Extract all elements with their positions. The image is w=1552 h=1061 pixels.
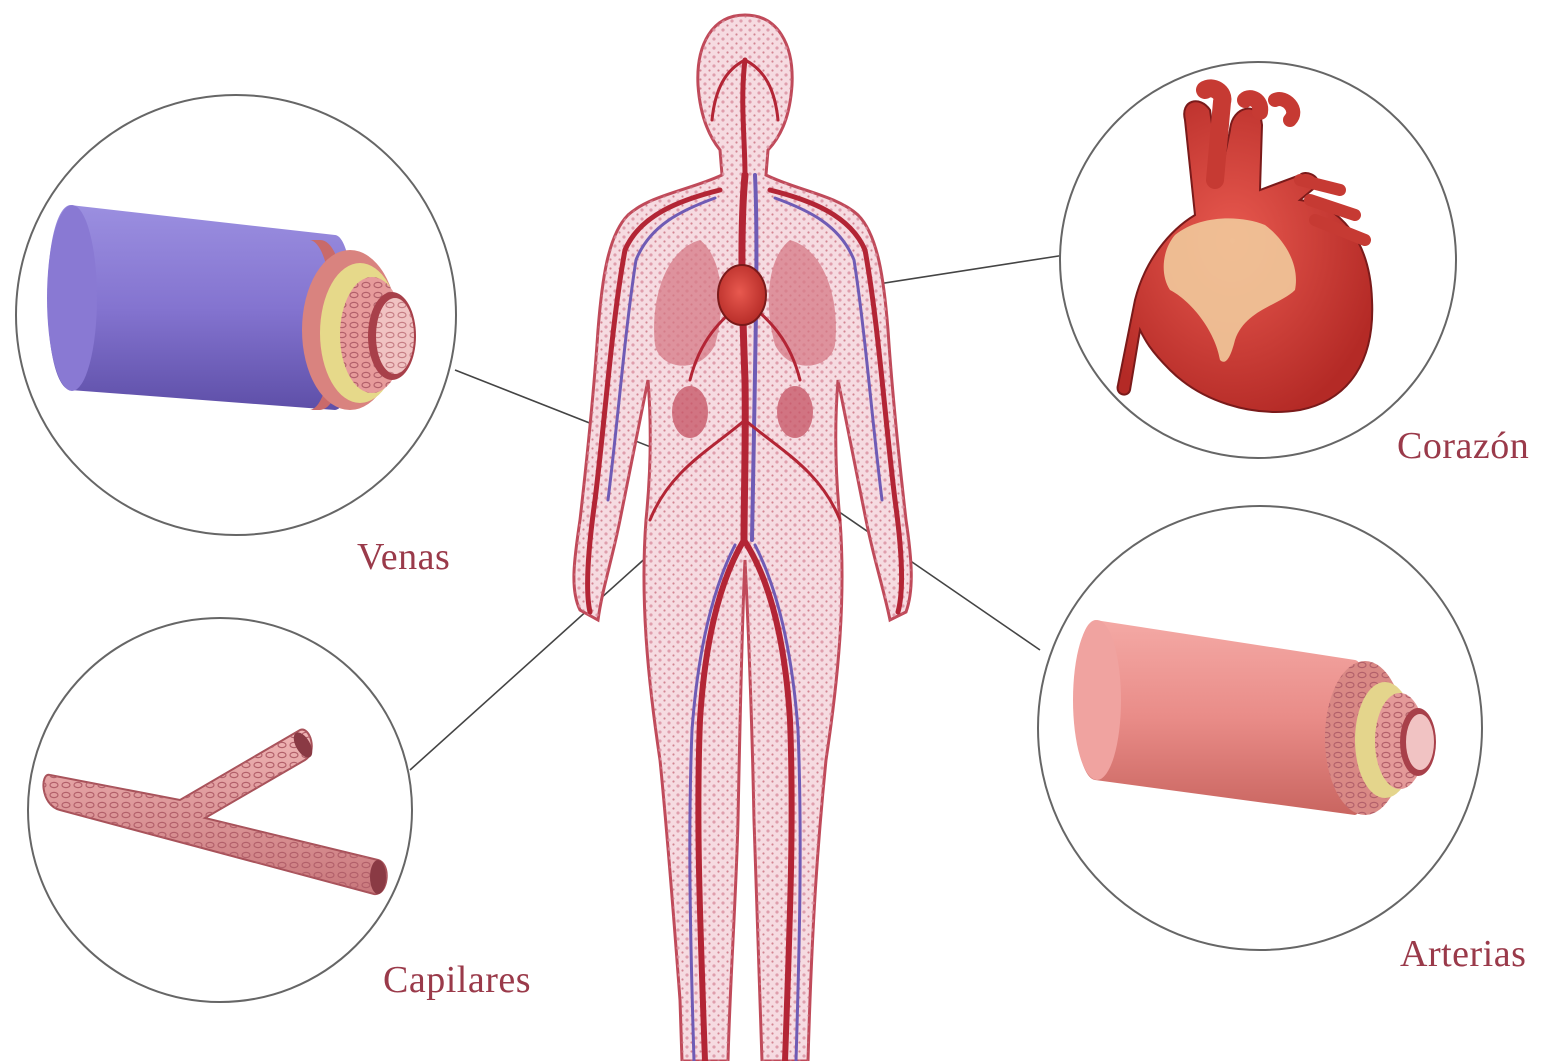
human-body-figure: [574, 15, 911, 1061]
arterias-callout: [1038, 506, 1482, 950]
label-venas: Venas: [357, 535, 450, 579]
label-arterias: Arterias: [1400, 932, 1526, 976]
right-kidney: [777, 386, 813, 438]
corazon-callout: [1060, 62, 1456, 458]
body-heart: [718, 265, 766, 325]
venas-callout: [16, 95, 456, 535]
label-capilares: Capilares: [383, 958, 531, 1002]
capilares-callout: [28, 618, 412, 1002]
label-corazon: Corazón: [1397, 424, 1529, 468]
left-kidney: [672, 386, 708, 438]
